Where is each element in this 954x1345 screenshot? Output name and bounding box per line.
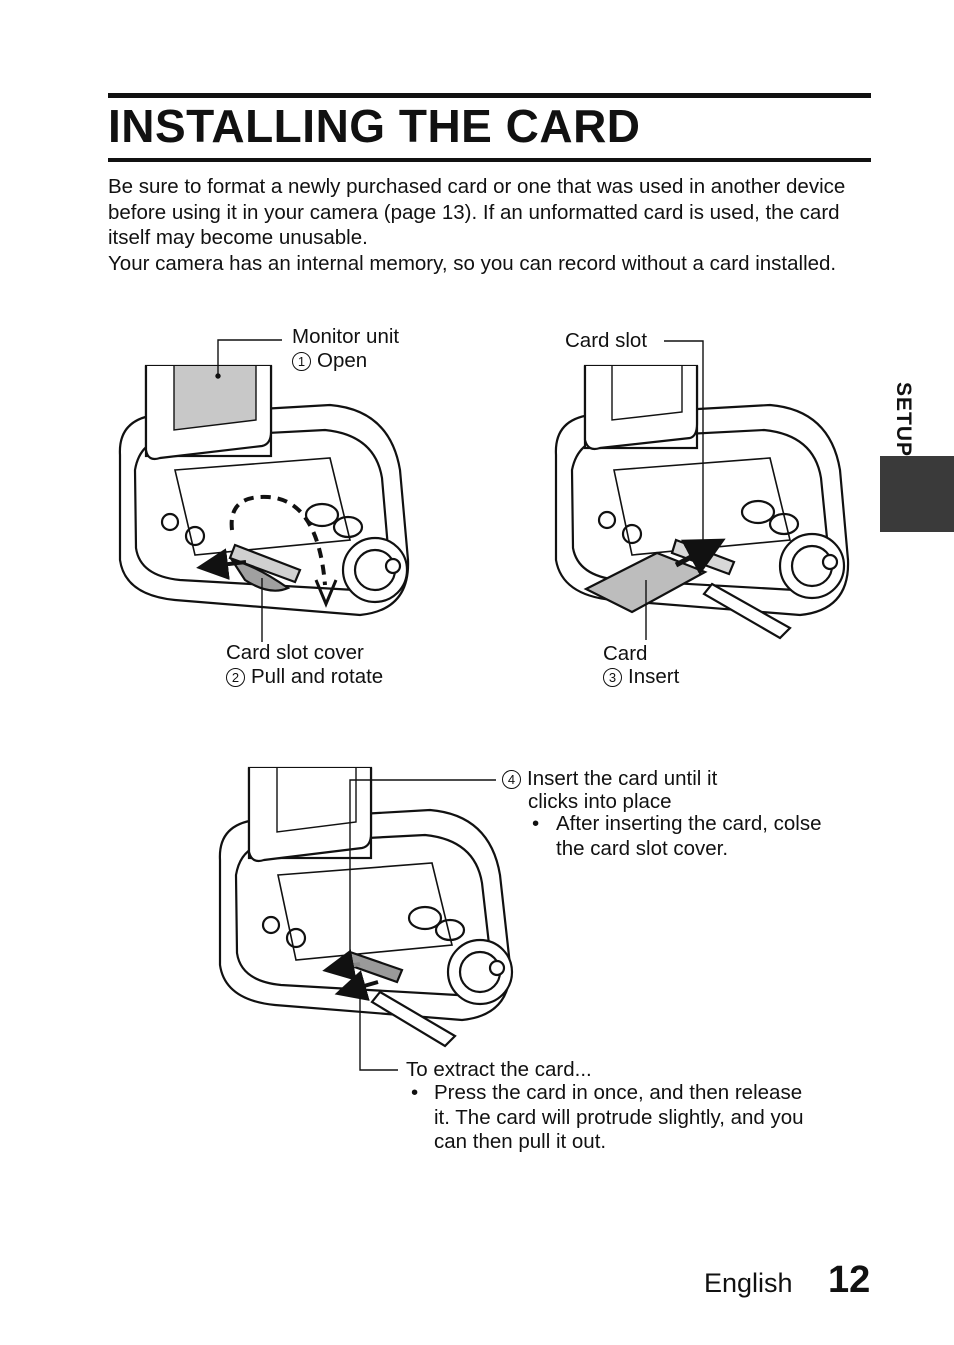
extract-bullet: • Press the card in once, and then relea…: [411, 1081, 811, 1155]
card-slot-label: Card slot: [565, 329, 647, 353]
step-2-number: 2: [226, 668, 245, 687]
figure-1-camera-open: [118, 364, 410, 617]
figure-3-callouts: [349, 779, 496, 1071]
step-3-insert: 3 Insert: [603, 665, 679, 689]
title-bottom-rule: [108, 158, 871, 162]
card-label: Card: [603, 642, 647, 666]
step-4-bullet-text: After inserting the card, colse the card…: [556, 812, 822, 860]
step-4-bullet: • After inserting the card, colse the ca…: [532, 812, 832, 861]
page-title: INSTALLING THE CARD: [108, 100, 641, 152]
intro-paragraph-1: Be sure to format a newly purchased card…: [108, 175, 846, 250]
figure-3-card-inserted: [218, 766, 514, 1048]
section-tab-marker: [880, 456, 954, 532]
step-4-line-2: clicks into place: [528, 790, 672, 814]
monitor-unit-label: Monitor unit: [292, 325, 399, 349]
step-2-pull-rotate: 2 Pull and rotate: [226, 665, 383, 689]
intro-paragraph-2: Your camera has an internal memory, so y…: [108, 252, 837, 276]
figure-2-card-insert: [554, 364, 850, 640]
step-1-number: 1: [292, 352, 311, 371]
card-slot-text: Card slot: [565, 329, 648, 352]
extract-heading-text: To extract the card...: [406, 1058, 592, 1081]
step-3-text: Insert: [628, 665, 680, 688]
step-3-number: 3: [603, 668, 622, 687]
card-slot-cover-text: Card slot cover: [226, 641, 364, 664]
step-4-text-1: Insert the card until it: [527, 767, 718, 790]
figure-2-callouts: [645, 340, 704, 640]
extract-bullet-text: Press the card in once, and then release…: [434, 1081, 804, 1153]
bullet-dot: •: [532, 812, 540, 835]
footer-language: English: [704, 1268, 793, 1298]
intro-text: Be sure to format a newly purchased card…: [108, 174, 868, 277]
step-1-open: 1 Open: [292, 349, 367, 373]
extract-heading: To extract the card...: [406, 1058, 592, 1082]
page-number: 12: [828, 1259, 871, 1301]
bullet-dot: •: [411, 1081, 419, 1104]
figure-1-callouts: [215, 339, 282, 642]
step-4-number: 4: [502, 770, 521, 789]
step-2-text: Pull and rotate: [251, 665, 384, 688]
title-top-rule: [108, 93, 871, 98]
card-text: Card: [603, 642, 648, 665]
monitor-unit-text: Monitor unit: [292, 325, 400, 348]
step-4-text-2: clicks into place: [528, 790, 672, 813]
step-4-line-1: 4 Insert the card until it: [502, 767, 717, 791]
card-slot-cover-label: Card slot cover: [226, 641, 364, 665]
step-1-text: Open: [317, 349, 368, 372]
